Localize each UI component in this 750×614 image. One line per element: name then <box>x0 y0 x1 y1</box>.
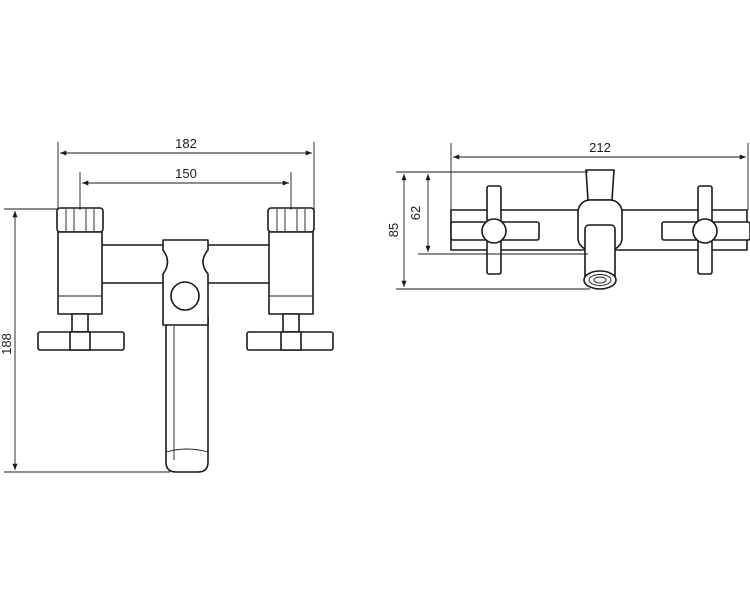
dimension-label-212: 212 <box>589 140 611 155</box>
dimension-150: 150 <box>79 166 292 210</box>
spout <box>165 317 209 473</box>
dimension-label-62: 62 <box>408 206 423 220</box>
top-spout <box>577 169 623 290</box>
dimension-label-188: 188 <box>0 333 14 355</box>
top-right-handle <box>661 185 750 275</box>
right-valve <box>246 207 334 351</box>
top-left-handle <box>450 185 540 275</box>
central-diverter <box>162 239 209 326</box>
dimension-label-182: 182 <box>175 136 197 151</box>
top-view: 212 85 62 <box>386 140 750 290</box>
dimension-label-150: 150 <box>175 166 197 181</box>
dimension-label-85: 85 <box>386 223 401 237</box>
dimension-188: 188 <box>0 208 170 473</box>
front-view: 182 150 188 <box>0 136 334 473</box>
dimension-212: 212 <box>450 140 749 210</box>
dimension-182: 182 <box>57 136 315 210</box>
dimension-62: 62 <box>408 171 588 255</box>
left-valve <box>37 207 125 351</box>
